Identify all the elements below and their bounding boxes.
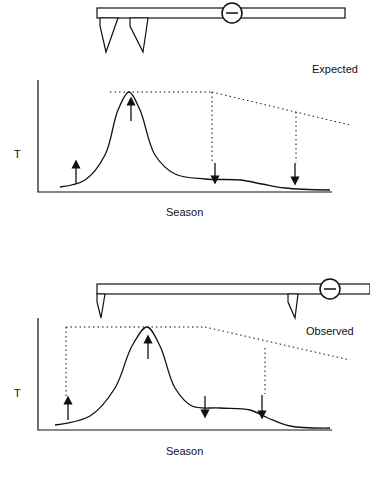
marker-arrow xyxy=(75,164,76,184)
caliper-dial xyxy=(222,3,242,23)
axes xyxy=(38,80,332,192)
axis-label: Season xyxy=(166,206,203,218)
dotted-guide xyxy=(212,92,350,125)
panel xyxy=(38,279,370,430)
season-curve xyxy=(60,92,330,190)
marker-arrow xyxy=(67,400,68,420)
dial-needle xyxy=(226,12,238,14)
dotted-guide xyxy=(110,92,212,93)
caliper-jaw xyxy=(100,18,118,52)
caliper-jaw xyxy=(288,294,298,318)
axis-label: T xyxy=(14,387,21,399)
dial-needle xyxy=(324,288,336,290)
marker-arrow xyxy=(147,339,148,359)
panel-title: Expected xyxy=(312,63,358,75)
dotted-guide xyxy=(296,112,297,162)
dotted-guide xyxy=(66,327,67,396)
marker-arrow xyxy=(294,163,295,181)
caliper-beam xyxy=(97,8,345,18)
marker-arrow xyxy=(130,101,131,121)
panel xyxy=(38,3,350,192)
season-curve xyxy=(55,327,330,428)
dotted-guide xyxy=(66,327,205,328)
axes xyxy=(38,318,332,430)
caliper-jaw xyxy=(97,294,105,318)
marker-arrow xyxy=(204,396,205,414)
caliper-jaw xyxy=(130,18,148,52)
dotted-guide xyxy=(265,348,266,394)
caliper-dial xyxy=(320,279,340,299)
panel-title: Observed xyxy=(306,325,354,337)
marker-arrow xyxy=(261,395,262,415)
dotted-guide xyxy=(212,92,213,162)
marker-arrow xyxy=(214,163,215,180)
axis-label: Season xyxy=(166,445,203,457)
axis-label: T xyxy=(14,148,21,160)
